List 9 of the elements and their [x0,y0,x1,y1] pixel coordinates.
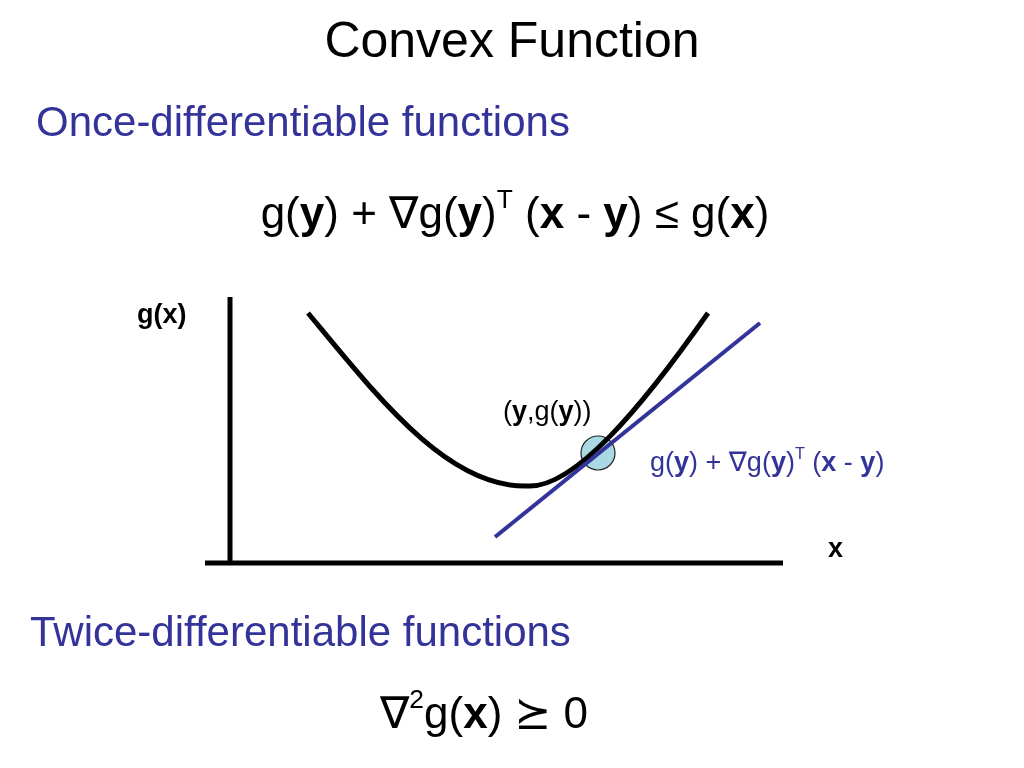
slide-title: Convex Function [324,12,700,70]
point-label: (y,g(y)) [503,396,592,428]
line-label: g(y) + ∇g(y)$^{T}$ (x - y) [650,447,885,479]
formula: ∇$^{2}$g(x) ⪰ 0 [379,688,589,739]
section-heading: Once-differentiable functions [36,98,570,147]
formula: g(y) + ∇g(y)$^{T}$ (x - y) ≤ g(x) [260,188,770,239]
section-heading: Twice-differentiable functions [30,608,571,657]
axis-label: g(x) [137,299,187,331]
axis-label: x [828,533,844,565]
